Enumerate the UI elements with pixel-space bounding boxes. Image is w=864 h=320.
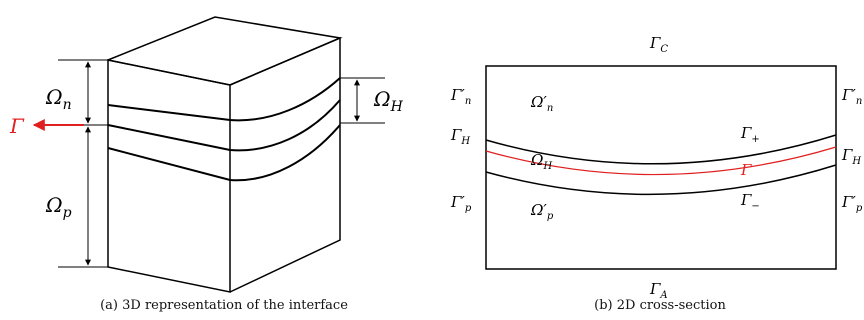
label-gamma-minus: Γ− <box>740 191 760 212</box>
label-gamma-p-prime-right: Γ′p <box>841 193 863 214</box>
label-omega-n-prime: Ω′n <box>530 93 553 114</box>
label-omega-h-b: ΩH <box>530 151 552 172</box>
label-gamma-n-prime-left: Γ′n <box>450 86 471 107</box>
dimension-omega-n <box>58 59 108 126</box>
label-gamma-plus: Γ+ <box>740 124 760 145</box>
block-top-face <box>105 16 343 86</box>
interface-gamma <box>485 146 837 176</box>
layer-boundary-top <box>107 77 341 122</box>
label-omega-p: Ωp <box>45 193 72 221</box>
label-gamma-interface: Γ <box>9 114 25 138</box>
caption-a: (a) 3D representation of the interface <box>100 298 348 313</box>
label-omega-p-prime: Ω′p <box>530 201 554 222</box>
dimension-omega-h <box>340 77 385 124</box>
layer-interface-mid <box>107 99 341 152</box>
boundary-gamma-plus <box>485 134 837 165</box>
label-gamma-h-right: ΓH <box>841 146 861 167</box>
label-gamma-a: ΓA <box>649 280 668 301</box>
label-gamma-interface-b: Γ <box>740 161 752 179</box>
label-omega-n: Ωn <box>45 85 72 113</box>
block-right-face <box>229 36 341 293</box>
label-gamma-p-prime-left: Γ′p <box>450 193 472 214</box>
label-gamma-h-left: ΓH <box>450 126 470 147</box>
cross-section-box <box>485 65 837 270</box>
label-gamma-c: ΓC <box>649 34 668 55</box>
dimension-omega-p <box>58 126 108 268</box>
layer-boundary-bottom <box>107 124 341 182</box>
label-omega-h: ΩH <box>373 87 404 115</box>
boundary-gamma-minus <box>485 164 837 196</box>
block-3d <box>105 16 343 293</box>
caption-b: (b) 2D cross-section <box>594 298 726 313</box>
label-gamma-n-prime-right: Γ′n <box>841 86 862 107</box>
